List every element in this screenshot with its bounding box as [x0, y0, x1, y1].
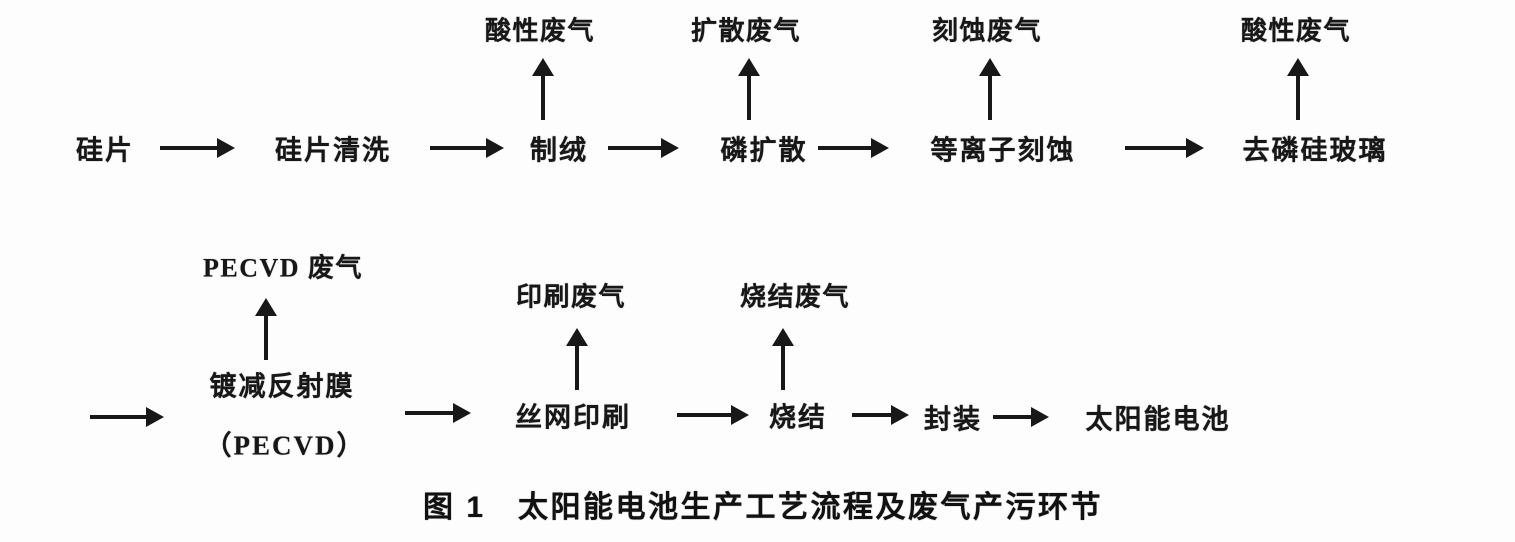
waste-gas-label-pecvd: PECVD 废气: [202, 253, 364, 283]
arrow-up-icon: [255, 298, 277, 360]
process-step-packaging: 封装: [924, 404, 982, 435]
arrow-up-icon: [532, 58, 554, 120]
waste-gas-label-acid-1: 酸性废气: [484, 16, 596, 46]
arrow-right-icon: [405, 403, 471, 423]
process-step-silicon-wafer: 硅片: [76, 135, 134, 166]
arrow-right-icon: [993, 407, 1049, 427]
process-step-wafer-cleaning: 硅片清洗: [275, 135, 391, 166]
process-step-ar-coating: 镀减反射膜: [209, 371, 355, 402]
process-step-ar-coating-note: （PECVD）: [204, 430, 366, 461]
arrow-right-icon: [608, 138, 679, 158]
arrow-up-icon: [1287, 58, 1309, 120]
arrow-right-icon: [1125, 138, 1204, 158]
arrow-up-icon: [738, 58, 760, 120]
arrow-right-icon: [818, 138, 889, 158]
process-step-p-diffusion: 磷扩散: [720, 135, 808, 166]
process-step-texturing: 制绒: [530, 135, 588, 166]
arrow-up-icon: [979, 58, 1001, 120]
arrow-right-icon: [852, 405, 909, 425]
process-step-screen-printing: 丝网印刷: [515, 402, 631, 433]
figure-caption: 图 1 太阳能电池生产工艺流程及废气产污环节: [422, 491, 1104, 524]
process-step-sintering: 烧结: [769, 402, 827, 433]
arrow-right-icon: [160, 138, 235, 158]
waste-gas-label-printing: 印刷废气: [515, 282, 627, 312]
process-step-psg-removal: 去磷硅玻璃: [1242, 135, 1388, 166]
process-step-solar-cell: 太阳能电池: [1085, 404, 1231, 435]
waste-gas-label-sintering: 烧结废气: [739, 282, 851, 312]
waste-gas-label-diffusion: 扩散废气: [690, 16, 802, 46]
waste-gas-label-acid-2: 酸性废气: [1240, 16, 1352, 46]
arrow-right-icon: [430, 138, 504, 158]
arrow-up-icon: [772, 328, 794, 390]
arrow-right-icon: [90, 407, 164, 427]
arrow-up-icon: [566, 328, 588, 390]
waste-gas-label-etching: 刻蚀废气: [931, 16, 1043, 46]
process-step-plasma-etching: 等离子刻蚀: [930, 135, 1076, 166]
arrow-right-icon: [677, 405, 749, 425]
